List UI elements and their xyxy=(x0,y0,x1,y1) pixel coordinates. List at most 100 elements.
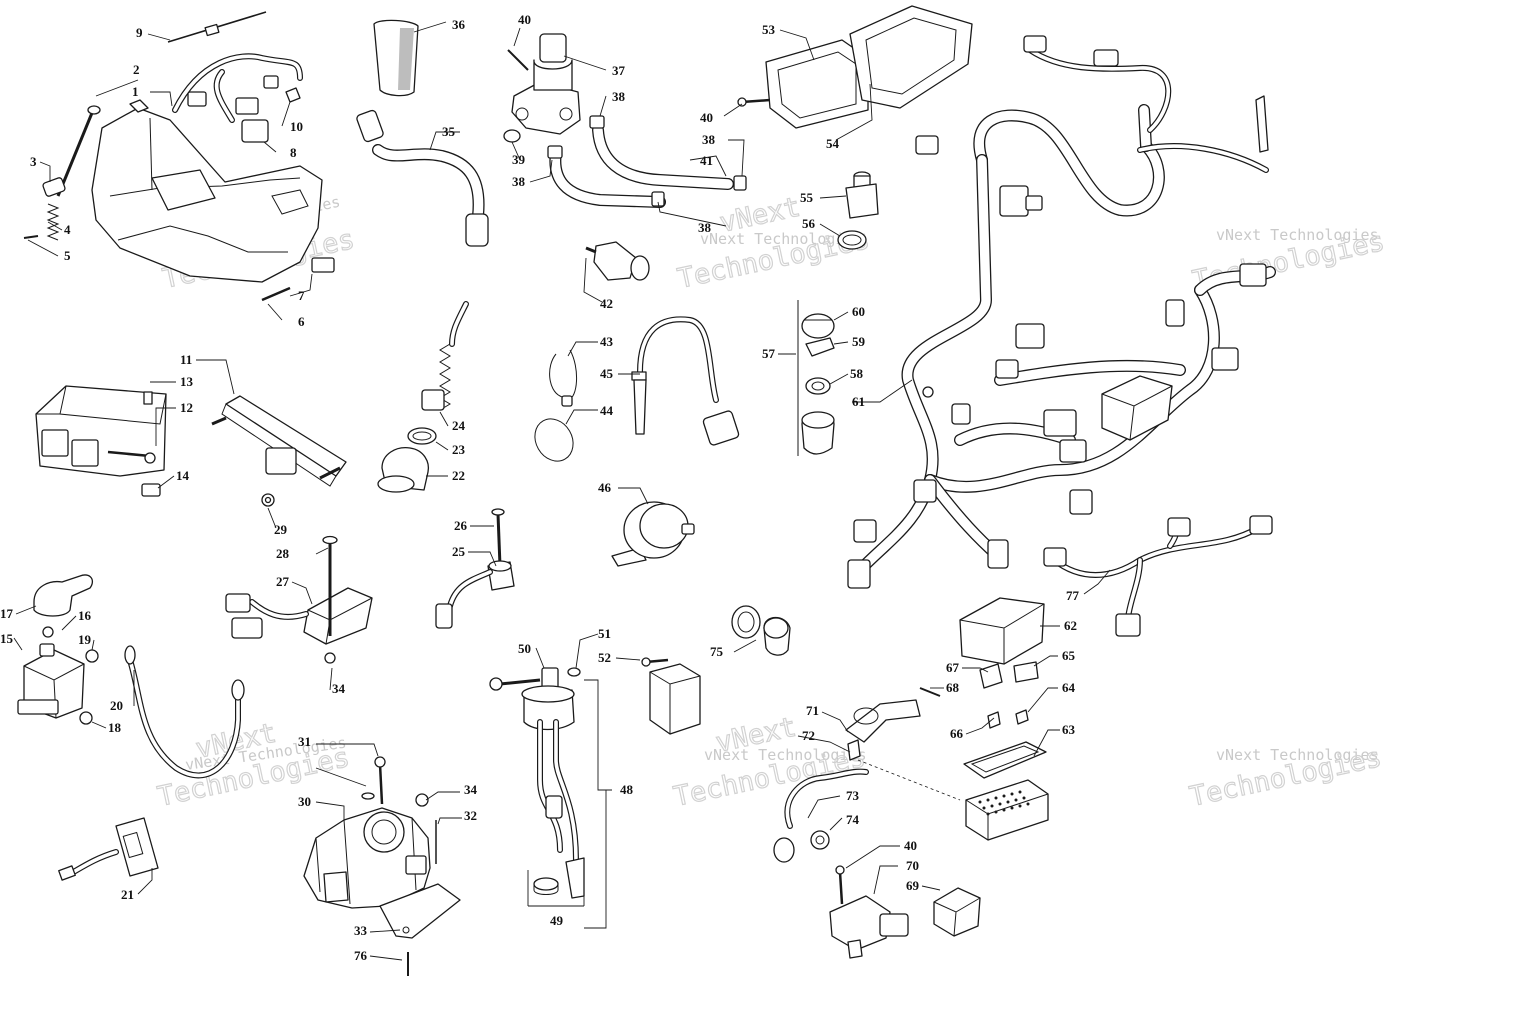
starter-solenoid xyxy=(17,574,99,725)
callout-label: 41 xyxy=(700,153,713,168)
socket-22-24 xyxy=(377,301,469,493)
callout-label: 10 xyxy=(290,119,303,134)
callout-label: 53 xyxy=(762,22,776,37)
callout-label: 77 xyxy=(1066,588,1080,603)
sensor-25 xyxy=(435,508,515,629)
sensor-harness-35 xyxy=(356,109,489,247)
callout-label: 74 xyxy=(846,812,860,827)
module-27 xyxy=(225,535,373,664)
headlight-wiring xyxy=(172,53,303,143)
callout-label: 70 xyxy=(906,858,919,873)
callout-label: 71 xyxy=(806,703,819,718)
sensor-70 xyxy=(829,865,909,959)
callout-label: 2 xyxy=(133,62,140,77)
callout-label: 35 xyxy=(442,124,456,139)
callout-label: 65 xyxy=(1062,648,1076,663)
callout-label: 38 xyxy=(612,89,626,104)
callout-label: 40 xyxy=(518,12,531,27)
callout-label: 66 xyxy=(950,726,964,741)
callout-label: 59 xyxy=(852,334,866,349)
rocker-switch xyxy=(58,817,159,881)
callout-label: 63 xyxy=(1062,722,1076,737)
headlight-housing xyxy=(91,99,323,283)
callout-label: 4 xyxy=(64,222,71,237)
callout-label: 23 xyxy=(452,442,466,457)
callout-label: 39 xyxy=(512,152,526,167)
sub-harness-77 xyxy=(1043,515,1273,637)
callout-label: 61 xyxy=(852,394,865,409)
fuse-grid xyxy=(978,790,1030,816)
pressure-switch-55 xyxy=(837,171,879,250)
buzzer-46 xyxy=(611,501,695,567)
wire-72 xyxy=(773,768,869,863)
main-harness xyxy=(847,35,1276,589)
callout-label: 42 xyxy=(600,296,613,311)
temp-sensor-45 xyxy=(631,316,740,446)
adjuster-assembly xyxy=(23,105,101,241)
callout-label: 22 xyxy=(452,468,465,483)
callout-label: 75 xyxy=(710,644,724,659)
callout-label: 26 xyxy=(454,518,468,533)
callout-label: 13 xyxy=(180,374,194,389)
power-outlet-75 xyxy=(731,605,791,656)
callout-label: 37 xyxy=(612,63,626,78)
callout-label: 36 xyxy=(452,17,466,32)
callout-label: 14 xyxy=(176,468,190,483)
callout-label: 50 xyxy=(518,641,531,656)
callout-label: 1 xyxy=(132,84,139,99)
callout-label: 67 xyxy=(946,660,960,675)
callout-label: 43 xyxy=(600,334,614,349)
callout-label: 32 xyxy=(464,808,477,823)
callout-label: 40 xyxy=(904,838,917,853)
callout-label: 27 xyxy=(276,574,290,589)
ignition-switch xyxy=(797,300,835,456)
bracket-71 xyxy=(845,699,921,761)
hoses-38-41 xyxy=(547,115,747,208)
callout-label: 16 xyxy=(78,608,92,623)
callout-label: 20 xyxy=(110,698,123,713)
callout-label: 12 xyxy=(180,400,193,415)
callout-label: 15 xyxy=(0,631,14,646)
callout-label: 44 xyxy=(600,403,614,418)
callout-label: 34 xyxy=(464,782,478,797)
callout-label: 40 xyxy=(700,110,713,125)
fuse-box-assembly xyxy=(857,597,1049,841)
gear-motor-assembly xyxy=(303,756,461,976)
sleeve-36 xyxy=(373,19,419,97)
callout-label: 8 xyxy=(290,145,297,160)
mount-screw-clip xyxy=(261,257,335,302)
callout-label: 9 xyxy=(136,25,143,40)
callout-label: 76 xyxy=(354,948,368,963)
callout-labels: 1 2 3 4 5 6 7 8 9 10 11 12 13 14 15 16 1… xyxy=(0,12,1080,963)
callout-label: 38 xyxy=(698,220,712,235)
callout-label: 38 xyxy=(512,174,526,189)
ecu-module xyxy=(35,385,167,497)
callout-label: 17 xyxy=(0,606,14,621)
clamp-44 xyxy=(534,418,574,462)
watermark: vNext Technologies xyxy=(1216,226,1379,244)
callout-label: 34 xyxy=(332,681,346,696)
callout-label: 3 xyxy=(30,154,37,169)
clip-43 xyxy=(549,349,577,407)
relay-52 xyxy=(641,657,701,735)
callout-label: 29 xyxy=(274,522,288,537)
callout-label: 25 xyxy=(452,544,466,559)
callout-label: 31 xyxy=(298,734,311,749)
callout-label: 6 xyxy=(298,314,305,329)
watermark: vNext Technologies xyxy=(704,746,867,764)
callout-label: 45 xyxy=(600,366,614,381)
callout-label: 54 xyxy=(826,136,840,151)
callout-label: 48 xyxy=(620,782,634,797)
callout-label: 30 xyxy=(298,794,311,809)
watermark: vNext Technologies xyxy=(1216,746,1379,764)
battery-cable xyxy=(124,645,245,779)
callout-label: 62 xyxy=(1064,618,1077,633)
callout-label: 49 xyxy=(550,913,564,928)
fuel-pump-assembly xyxy=(489,667,585,899)
callout-label: 24 xyxy=(452,418,466,433)
callout-label: 21 xyxy=(121,887,134,902)
watermark: vNext Technologies xyxy=(700,230,863,248)
callout-label: 28 xyxy=(276,546,290,561)
callout-label: 56 xyxy=(802,216,816,231)
